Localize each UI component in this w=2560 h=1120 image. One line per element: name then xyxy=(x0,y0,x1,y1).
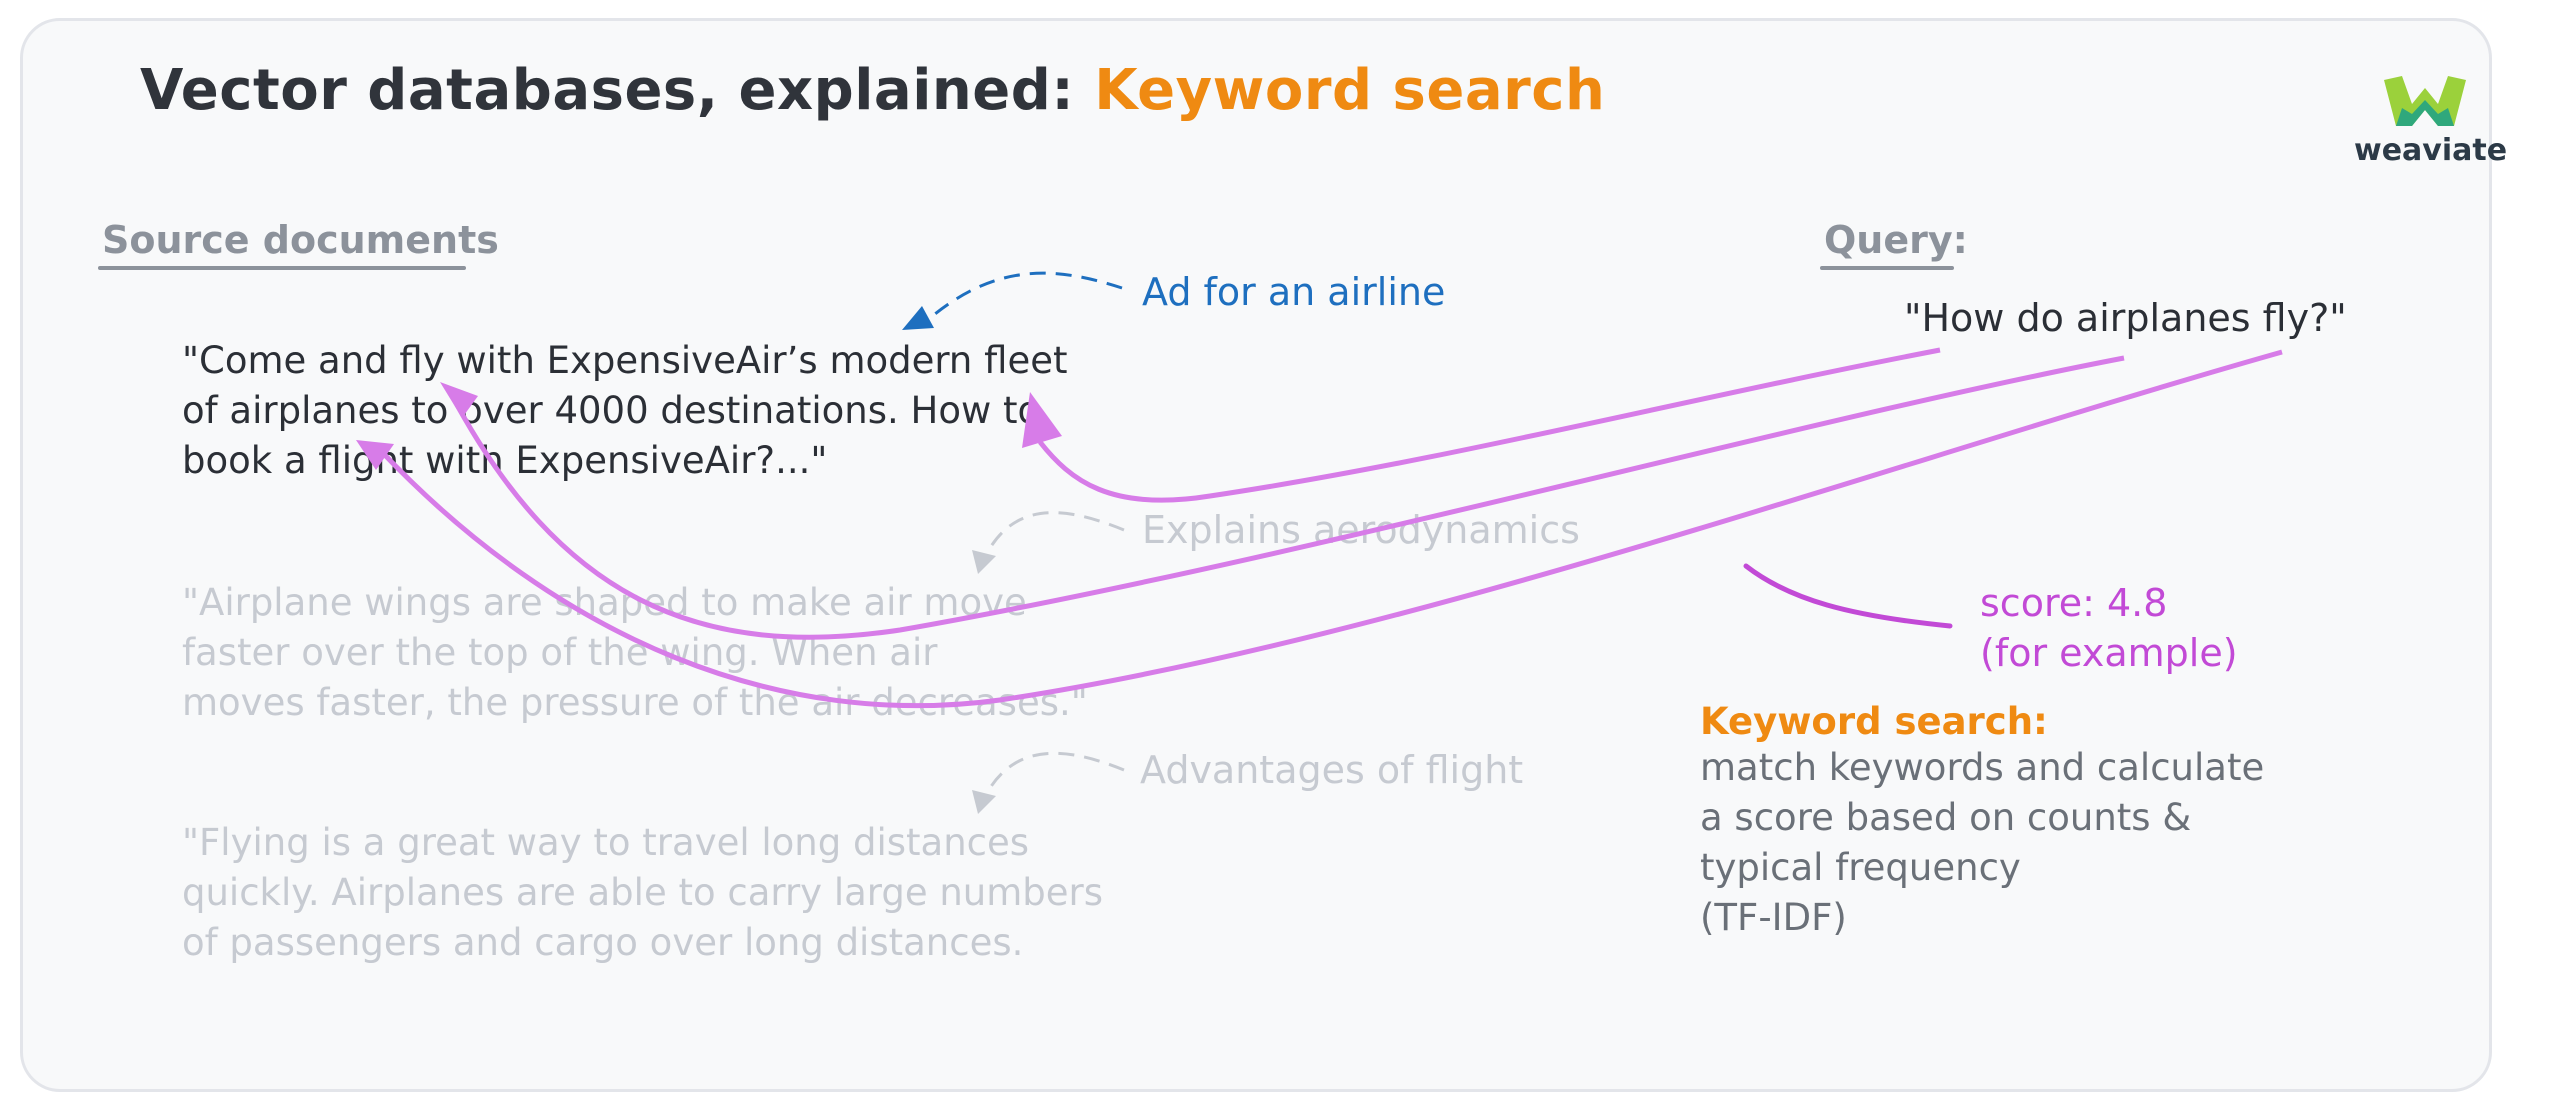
match-arrow-how xyxy=(378,349,2283,709)
document-line: "Airplane wings are shaped to make air m… xyxy=(182,581,1027,624)
keyword-search-line: (TF-IDF) xyxy=(1700,896,1847,939)
keyword-search-line: a score based on counts & xyxy=(1700,796,2192,839)
annotation-advantages: Advantages of flight xyxy=(1140,748,1524,792)
query-underline xyxy=(1820,266,1954,270)
score-label: score: 4.8 (for example) xyxy=(1980,578,2238,678)
document-line: "Come and fly with ExpensiveAir’s modern… xyxy=(182,339,1068,382)
title-highlight: Keyword search xyxy=(1094,58,1606,123)
annotation-advantages-arrowhead xyxy=(972,790,996,814)
match-arrow-fly-head xyxy=(1022,392,1062,448)
match-arrow-airplanes-head xyxy=(440,382,478,418)
match-arrow-how-head xyxy=(356,440,394,470)
annotation-advantages-arrow xyxy=(988,751,1125,789)
document-line: book a flight with ExpensiveAir?..." xyxy=(182,439,828,482)
keyword-search-line: match keywords and calculate xyxy=(1700,746,2265,789)
annotation-aerodynamics: Explains aerodynamics xyxy=(1142,508,1580,552)
title-prefix: Vector databases, explained: xyxy=(140,58,1095,123)
keyword-search-title: Keyword search: xyxy=(1700,700,2048,743)
annotation-ad-arrowhead xyxy=(902,306,934,330)
document-line: "Flying is a great way to travel long di… xyxy=(182,821,1030,864)
weaviate-logo-icon xyxy=(2382,74,2468,136)
document-advantages: "Flying is a great way to travel long di… xyxy=(182,818,1103,968)
page-title: Vector databases, explained: Keyword sea… xyxy=(140,58,1605,123)
score-note: (for example) xyxy=(1980,631,2238,675)
score-value: score: 4.8 xyxy=(1980,581,2168,625)
keyword-search-line: typical frequency xyxy=(1700,846,2021,889)
document-line: moves faster, the pressure of the air de… xyxy=(182,681,1088,724)
document-line: of airplanes to over 4000 destinations. … xyxy=(182,389,1041,432)
annotation-aerodynamics-arrow xyxy=(988,511,1125,549)
source-documents-label: Source documents xyxy=(102,218,499,262)
query-label: Query: xyxy=(1824,218,1968,262)
annotation-aerodynamics-arrowhead xyxy=(972,550,996,574)
document-aerodynamics: "Airplane wings are shaped to make air m… xyxy=(182,578,1088,728)
score-connector xyxy=(1743,563,1953,629)
query-text: "How do airplanes fly?" xyxy=(1904,296,2347,340)
annotation-ad-arrow xyxy=(929,271,1123,320)
annotation-ad: Ad for an airline xyxy=(1142,270,1446,314)
document-line: quickly. Airplanes are able to carry lar… xyxy=(182,871,1104,914)
keyword-search-explanation: Keyword search: match keywords and calcu… xyxy=(1700,700,2264,943)
source-documents-underline xyxy=(98,266,466,270)
document-line: of passengers and cargo over long distan… xyxy=(182,921,1024,964)
document-ad: "Come and fly with ExpensiveAir’s modern… xyxy=(182,336,1068,486)
logo-text: weaviate xyxy=(2354,133,2508,168)
match-arrow-fly xyxy=(1038,347,1941,503)
match-arrow-airplanes xyxy=(447,355,2125,640)
